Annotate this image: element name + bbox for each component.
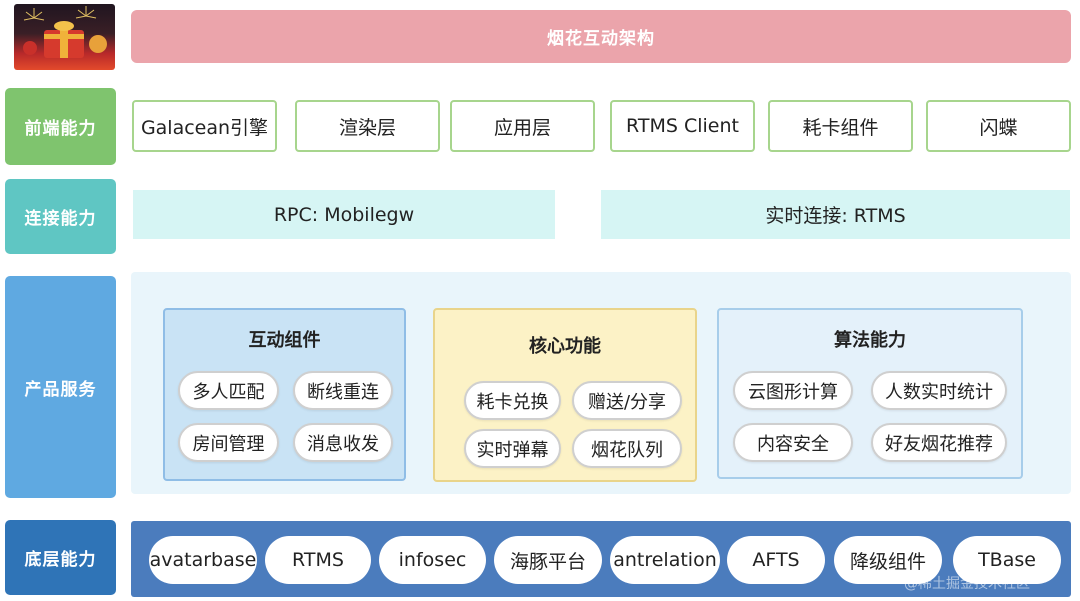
row-label-product: 产品服务 bbox=[5, 276, 116, 498]
pill-gift-share: 赠送/分享 bbox=[572, 381, 682, 420]
group-title: 算法能力 bbox=[834, 330, 906, 351]
frontend-item-shandie: 闪蝶 bbox=[926, 100, 1071, 152]
watermark: @稀土掘金技术社区 bbox=[904, 576, 1030, 592]
row-label-connection: 连接能力 bbox=[5, 179, 116, 254]
pill-live-danmaku: 实时弹幕 bbox=[464, 429, 561, 468]
pill-content-safety: 内容安全 bbox=[733, 423, 853, 462]
pill-card-exchange: 耗卡兑换 bbox=[464, 381, 561, 420]
group-title: 核心功能 bbox=[529, 336, 601, 357]
base-item-antrelation: antrelation bbox=[610, 536, 720, 584]
base-item-avatarbase: avatarbase bbox=[149, 536, 257, 584]
pill-messaging: 消息收发 bbox=[293, 423, 393, 462]
base-item-rtms: RTMS bbox=[265, 536, 371, 584]
base-item-haitun-platform: 海豚平台 bbox=[494, 536, 602, 584]
architecture-title: 烟花互动架构 bbox=[131, 10, 1071, 63]
connection-item-realtime: 实时连接: RTMS bbox=[601, 190, 1070, 239]
pill-multi-match: 多人匹配 bbox=[178, 371, 279, 410]
pill-realtime-count: 人数实时统计 bbox=[871, 371, 1007, 410]
group-title: 互动组件 bbox=[248, 330, 321, 351]
row-label-frontend: 前端能力 bbox=[5, 88, 116, 165]
frontend-item-card-component: 耗卡组件 bbox=[768, 100, 913, 152]
pill-firework-queue: 烟花队列 bbox=[572, 429, 682, 468]
base-item-degrade-component: 降级组件 bbox=[834, 536, 942, 584]
pill-friend-recommend: 好友烟花推荐 bbox=[871, 423, 1007, 462]
row-label-base: 底层能力 bbox=[5, 520, 116, 595]
fireworks-logo-image bbox=[14, 4, 115, 70]
frontend-item-app-layer: 应用层 bbox=[450, 100, 595, 152]
frontend-item-galacean: Galacean引擎 bbox=[132, 100, 277, 152]
frontend-item-rtms-client: RTMS Client bbox=[610, 100, 755, 152]
pill-reconnect: 断线重连 bbox=[293, 371, 393, 410]
fireworks-gift-icon bbox=[23, 6, 107, 58]
pill-cloud-graphics: 云图形计算 bbox=[733, 371, 853, 410]
base-item-infosec: infosec bbox=[379, 536, 486, 584]
connection-item-rpc: RPC: Mobilegw bbox=[133, 190, 555, 239]
frontend-item-render-layer: 渲染层 bbox=[295, 100, 440, 152]
base-item-afts: AFTS bbox=[727, 536, 825, 584]
pill-room-management: 房间管理 bbox=[178, 423, 279, 462]
base-item-tbase: TBase bbox=[953, 536, 1061, 584]
